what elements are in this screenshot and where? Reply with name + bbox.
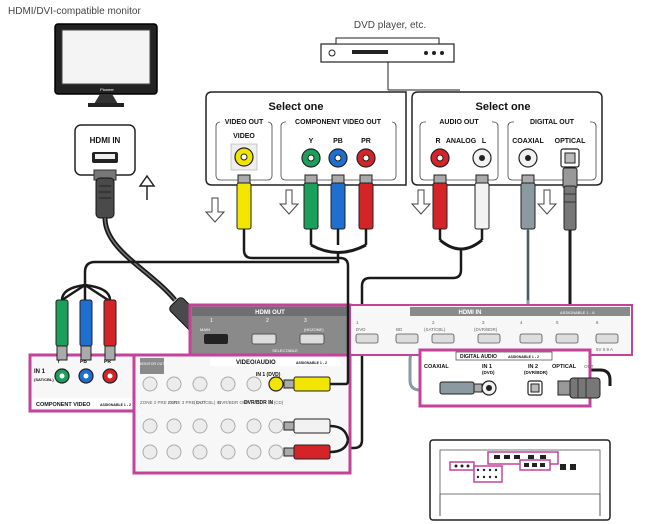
plug-optical-dvd: [562, 167, 578, 231]
component-cable: [83, 252, 340, 285]
hdmi-out-port-2: 2: [266, 318, 269, 324]
receiver-in1-sub: (DVD): [482, 370, 495, 375]
receiver-comp-pb: PB: [80, 359, 87, 365]
receiver-optical-label: OPTICAL: [552, 364, 577, 370]
receiver-in2-sub: (DVR/BDR): [524, 370, 548, 375]
hdmi-plug-monitor: [93, 169, 117, 219]
plug-video-yellow: [236, 174, 252, 230]
callout-arrows: [204, 189, 558, 223]
audio-cable-dvd: [438, 229, 484, 240]
plug-coaxial-dvd: [520, 174, 536, 230]
hdmi-in-port-label-2: 2: [432, 320, 435, 325]
hdmi-in-port-label-3: 3: [482, 320, 485, 325]
receiver-comp-pr: PR: [104, 359, 111, 365]
receiver-comp-in-sub: (SAT/CBL): [34, 377, 54, 382]
zone3-pre-out: ZONE 3 PRE OUT: [168, 400, 206, 405]
hdmi-in-dvr: (DVR/BDR): [474, 327, 498, 332]
video-audio-label: VIDEO/AUDIO: [236, 360, 276, 366]
video-out-callout: Select one VIDEO OUT VIDEO COMPONENT VID…: [205, 91, 407, 186]
receiver-rear-panel-thumbnail: [429, 439, 611, 521]
monitor-hdmi-in-label: HDMI IN: [90, 136, 121, 145]
monitor-hdmi-in-callout: HDMI IN: [74, 124, 136, 176]
receiver-component-panel: Y PB PR IN 1 (SAT/CBL) COMPONENT VIDEO A…: [28, 353, 136, 413]
receiver-comp-in: IN 1: [34, 369, 46, 375]
hdmi-in-port-label-6: 6: [596, 320, 599, 325]
receiver-out-label: OUT: [584, 364, 594, 369]
monitor-brand: Pioneer: [100, 87, 114, 92]
plug-component-receiver: [55, 299, 117, 361]
monitor-caption: HDMI/DVI-compatible monitor: [8, 6, 141, 17]
hdmi-cable: [102, 217, 177, 302]
component-cable-dvd: [309, 229, 368, 245]
analog-l-label: L: [482, 138, 487, 145]
receiver-comp-y: Y: [57, 359, 61, 365]
hdmi-out-hdzone: (HDZONE): [304, 327, 324, 332]
hdmi-in-port-label-4: 4: [520, 320, 523, 325]
plug-video-receiver: [283, 376, 331, 392]
digital-audio-label: DIGITAL AUDIO: [460, 354, 497, 360]
digital-out-header: DIGITAL OUT: [530, 119, 575, 126]
component-video-label: COMPONENT VIDEO: [36, 402, 91, 408]
optical-label: OPTICAL: [555, 138, 586, 145]
zone2-pre-out: ZONE 2 PRE OUT: [140, 400, 178, 405]
receiver-in1-label: IN 1: [482, 364, 492, 370]
dvd-player-icon: [320, 37, 455, 63]
hdmi-in-sat: (SAT/CBL): [424, 327, 446, 332]
dvd-caption: DVD player, etc.: [354, 20, 426, 31]
plug-optical-receiver: [557, 377, 601, 399]
comp-pb-label: PB: [333, 138, 343, 145]
monitor-out-label: MONITOR OUT: [140, 362, 166, 366]
receiver-dvd-in: IN 1 (DVD): [256, 372, 281, 378]
receiver-video-audio-panel: MONITOR OUT VIDEO/AUDIO ASSIGNABLE 1 - 2…: [132, 353, 352, 475]
plug-component-dvd: [303, 174, 374, 230]
hdmi-in-bd: BD: [396, 327, 403, 332]
plug-coaxial-receiver: [439, 381, 483, 395]
digital-audio-assignable: ASSIGNABLE 1 - 2: [508, 355, 539, 359]
hdmi-in-label: HDMI IN: [459, 310, 482, 316]
hdmi-in-power: 5V 0.9 A: [596, 347, 613, 352]
hdmi-in-port-label-5: 5: [556, 320, 559, 325]
hdmi-out-label: HDMI OUT: [255, 310, 285, 316]
hdmi-in-dvd: DVD: [356, 327, 366, 332]
select-one-right: Select one: [475, 101, 530, 113]
receiver-hdmi-out-panel: HDMI OUT 1 2 3 MAIN (HDZONE) SELECTABLE: [188, 303, 352, 357]
component-header: COMPONENT VIDEO OUT: [295, 119, 382, 126]
hdmi-in-port-label-1: 1: [356, 320, 359, 325]
receiver-in2-label: IN 2: [528, 364, 538, 370]
cd-in: IN (CD): [268, 400, 284, 405]
dvr-bdr-out: DVR/BDR OUT: [218, 400, 249, 405]
audio-out-callout: Select one AUDIO OUT R ANALOG L DIGITAL …: [411, 91, 603, 186]
audio-out-header: AUDIO OUT: [439, 119, 479, 126]
hdmi-in-assignable: ASSIGNABLE 1 - 6: [560, 310, 595, 315]
video-audio-assignable: ASSIGNABLE 1 - 2: [296, 361, 327, 365]
hdmi-out-port-3: 3: [304, 318, 307, 324]
video-out-header: VIDEO OUT: [225, 119, 264, 126]
receiver-hdmi-in-panel: HDMI IN ASSIGNABLE 1 - 6 1 DVD BD 2 (SAT…: [349, 304, 633, 356]
receiver-video-jack: [268, 376, 284, 392]
plug-audio-dvd: [432, 174, 490, 230]
analog-label: ANALOG: [446, 138, 477, 145]
receiver-digital-audio-panel: DIGITAL AUDIO ASSIGNABLE 1 - 2 COAXIAL I…: [418, 348, 594, 408]
dvr-bdr-in: DVR/BDR IN: [244, 400, 274, 406]
analog-r-label: R: [435, 138, 440, 145]
sat-cbl-in: (SAT/CBL) IN: [194, 400, 221, 405]
receiver-coaxial-label: COAXIAL: [424, 364, 449, 370]
video-label: VIDEO: [233, 133, 255, 140]
coaxial-label: COAXIAL: [512, 138, 544, 145]
comp-y-label: Y: [309, 138, 314, 145]
hdmi-out-selectable: SELECTABLE: [272, 348, 298, 353]
comp-pr-label: PR: [361, 138, 371, 145]
hdmi-out-port-1: 1: [210, 318, 213, 324]
audio-cable: [330, 250, 463, 450]
component-assignable: ASSIGNABLE 1 - 2: [100, 403, 131, 407]
video-cable: [242, 229, 350, 300]
hdmi-out-main: MAIN: [200, 327, 210, 332]
select-one-left: Select one: [268, 101, 323, 113]
monitor-icon: Pioneer: [54, 23, 158, 107]
